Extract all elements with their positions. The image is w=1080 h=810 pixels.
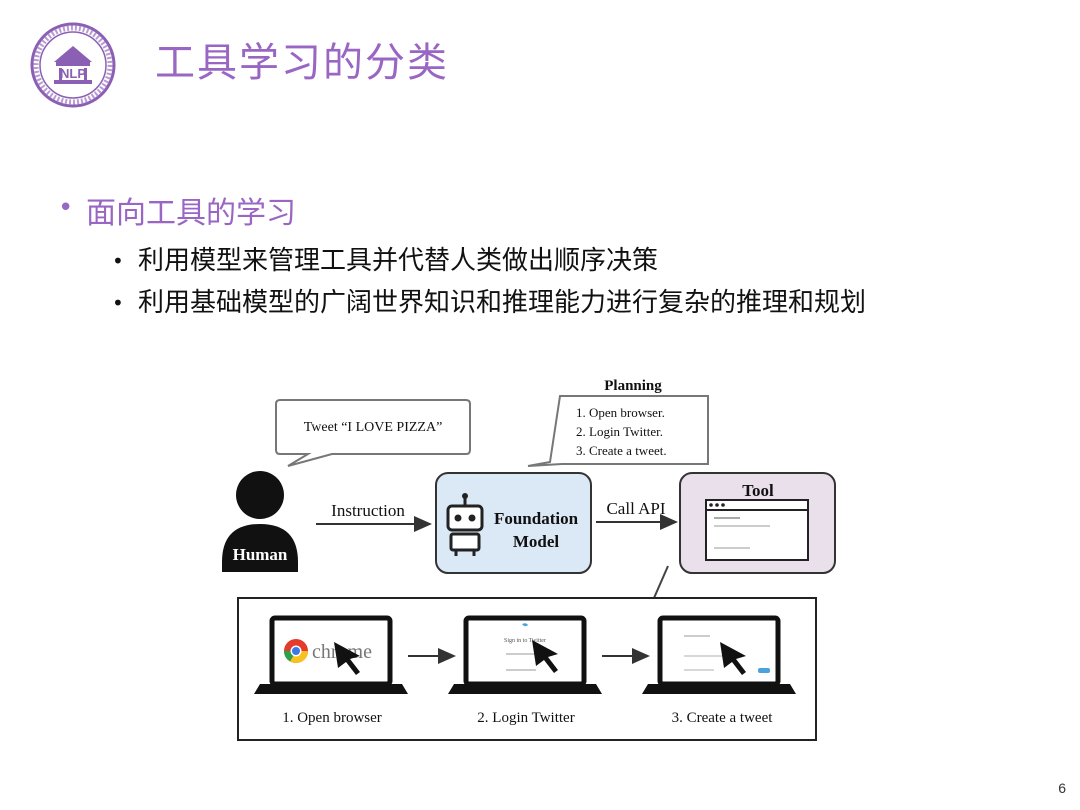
bullet-list: • 面向工具的学习 • 利用模型来管理工具并代替人类做出顺序决策 • 利用基础模… [58,188,1018,328]
twitter-bird-icon [522,623,528,627]
cursor-icon [334,642,360,675]
call-api-label: Call API [606,499,665,518]
cursor-icon [532,640,558,673]
model-label-line2: Model [513,532,560,551]
bullet-level2-text: 利用基础模型的广阔世界知识和推理能力进行复杂的推理和规划 [138,288,867,318]
tool-label: Tool [742,481,774,500]
tool-box: Tool [679,472,836,574]
bullet-level2-item: • 利用模型来管理工具并代替人类做出顺序决策 [112,244,1018,278]
human-figure: Human [222,471,298,572]
bullet-level2-text: 利用模型来管理工具并代替人类做出顺序决策 [138,246,659,276]
bullet-dot-icon: • [58,193,74,223]
tweet-speech-bubble: Tweet “I LOVE PIZZA” [275,399,471,467]
planning-box: Planning 1. Open browser. 2. Login Twitt… [527,378,709,467]
bullet-level1-text: 面向工具的学习 [86,196,296,231]
bullet-level2-item: • 利用基础模型的广阔世界知识和推理能力进行复杂的推理和规划 [112,286,1018,320]
step-label: 3. Create a tweet [672,710,774,726]
tool-learning-diagram: Tweet “I LOVE PIZZA” Human Instruction F… [222,378,836,741]
planning-step: 3. Create a tweet. [576,443,667,458]
bullet-level1: • 面向工具的学习 [58,188,1018,232]
step-label: 2. Login Twitter [477,710,574,726]
screen2-text: Sign in to Twitter [504,638,546,644]
laptop-open-browser: chrome [254,615,408,694]
speech-bubble-text: Tweet “I LOVE PIZZA” [304,420,443,435]
cursor-icon [720,642,746,675]
step-label: 1. Open browser [282,710,382,726]
tool-connector-line [653,565,669,599]
model-label-line1: Foundation [494,509,579,528]
logo-text: NLP [60,66,86,81]
laptop-create-tweet [642,615,796,694]
laptop-login-twitter: Sign in to Twitter [448,615,602,694]
instruction-label: Instruction [331,501,405,520]
university-nlp-logo: NLP [30,22,116,108]
chrome-icon [284,639,308,664]
execution-steps-panel: chrome Sign in to Twitter 1. Open browse… [237,597,817,741]
planning-step: 2. Login Twitter. [576,424,663,439]
foundation-model-box: Foundation Model [435,472,592,574]
human-head-icon [236,471,284,519]
robot-icon [446,493,484,556]
slide-title: 工具学习的分类 [155,40,449,86]
planning-step: 1. Open browser. [576,405,665,420]
bullet-dot-icon: • [112,249,124,273]
bullet-dot-icon: • [112,291,124,315]
planning-title: Planning [604,378,662,394]
page-number: 6 [1058,780,1066,796]
browser-window-icon [705,499,809,561]
human-label: Human [233,545,288,564]
